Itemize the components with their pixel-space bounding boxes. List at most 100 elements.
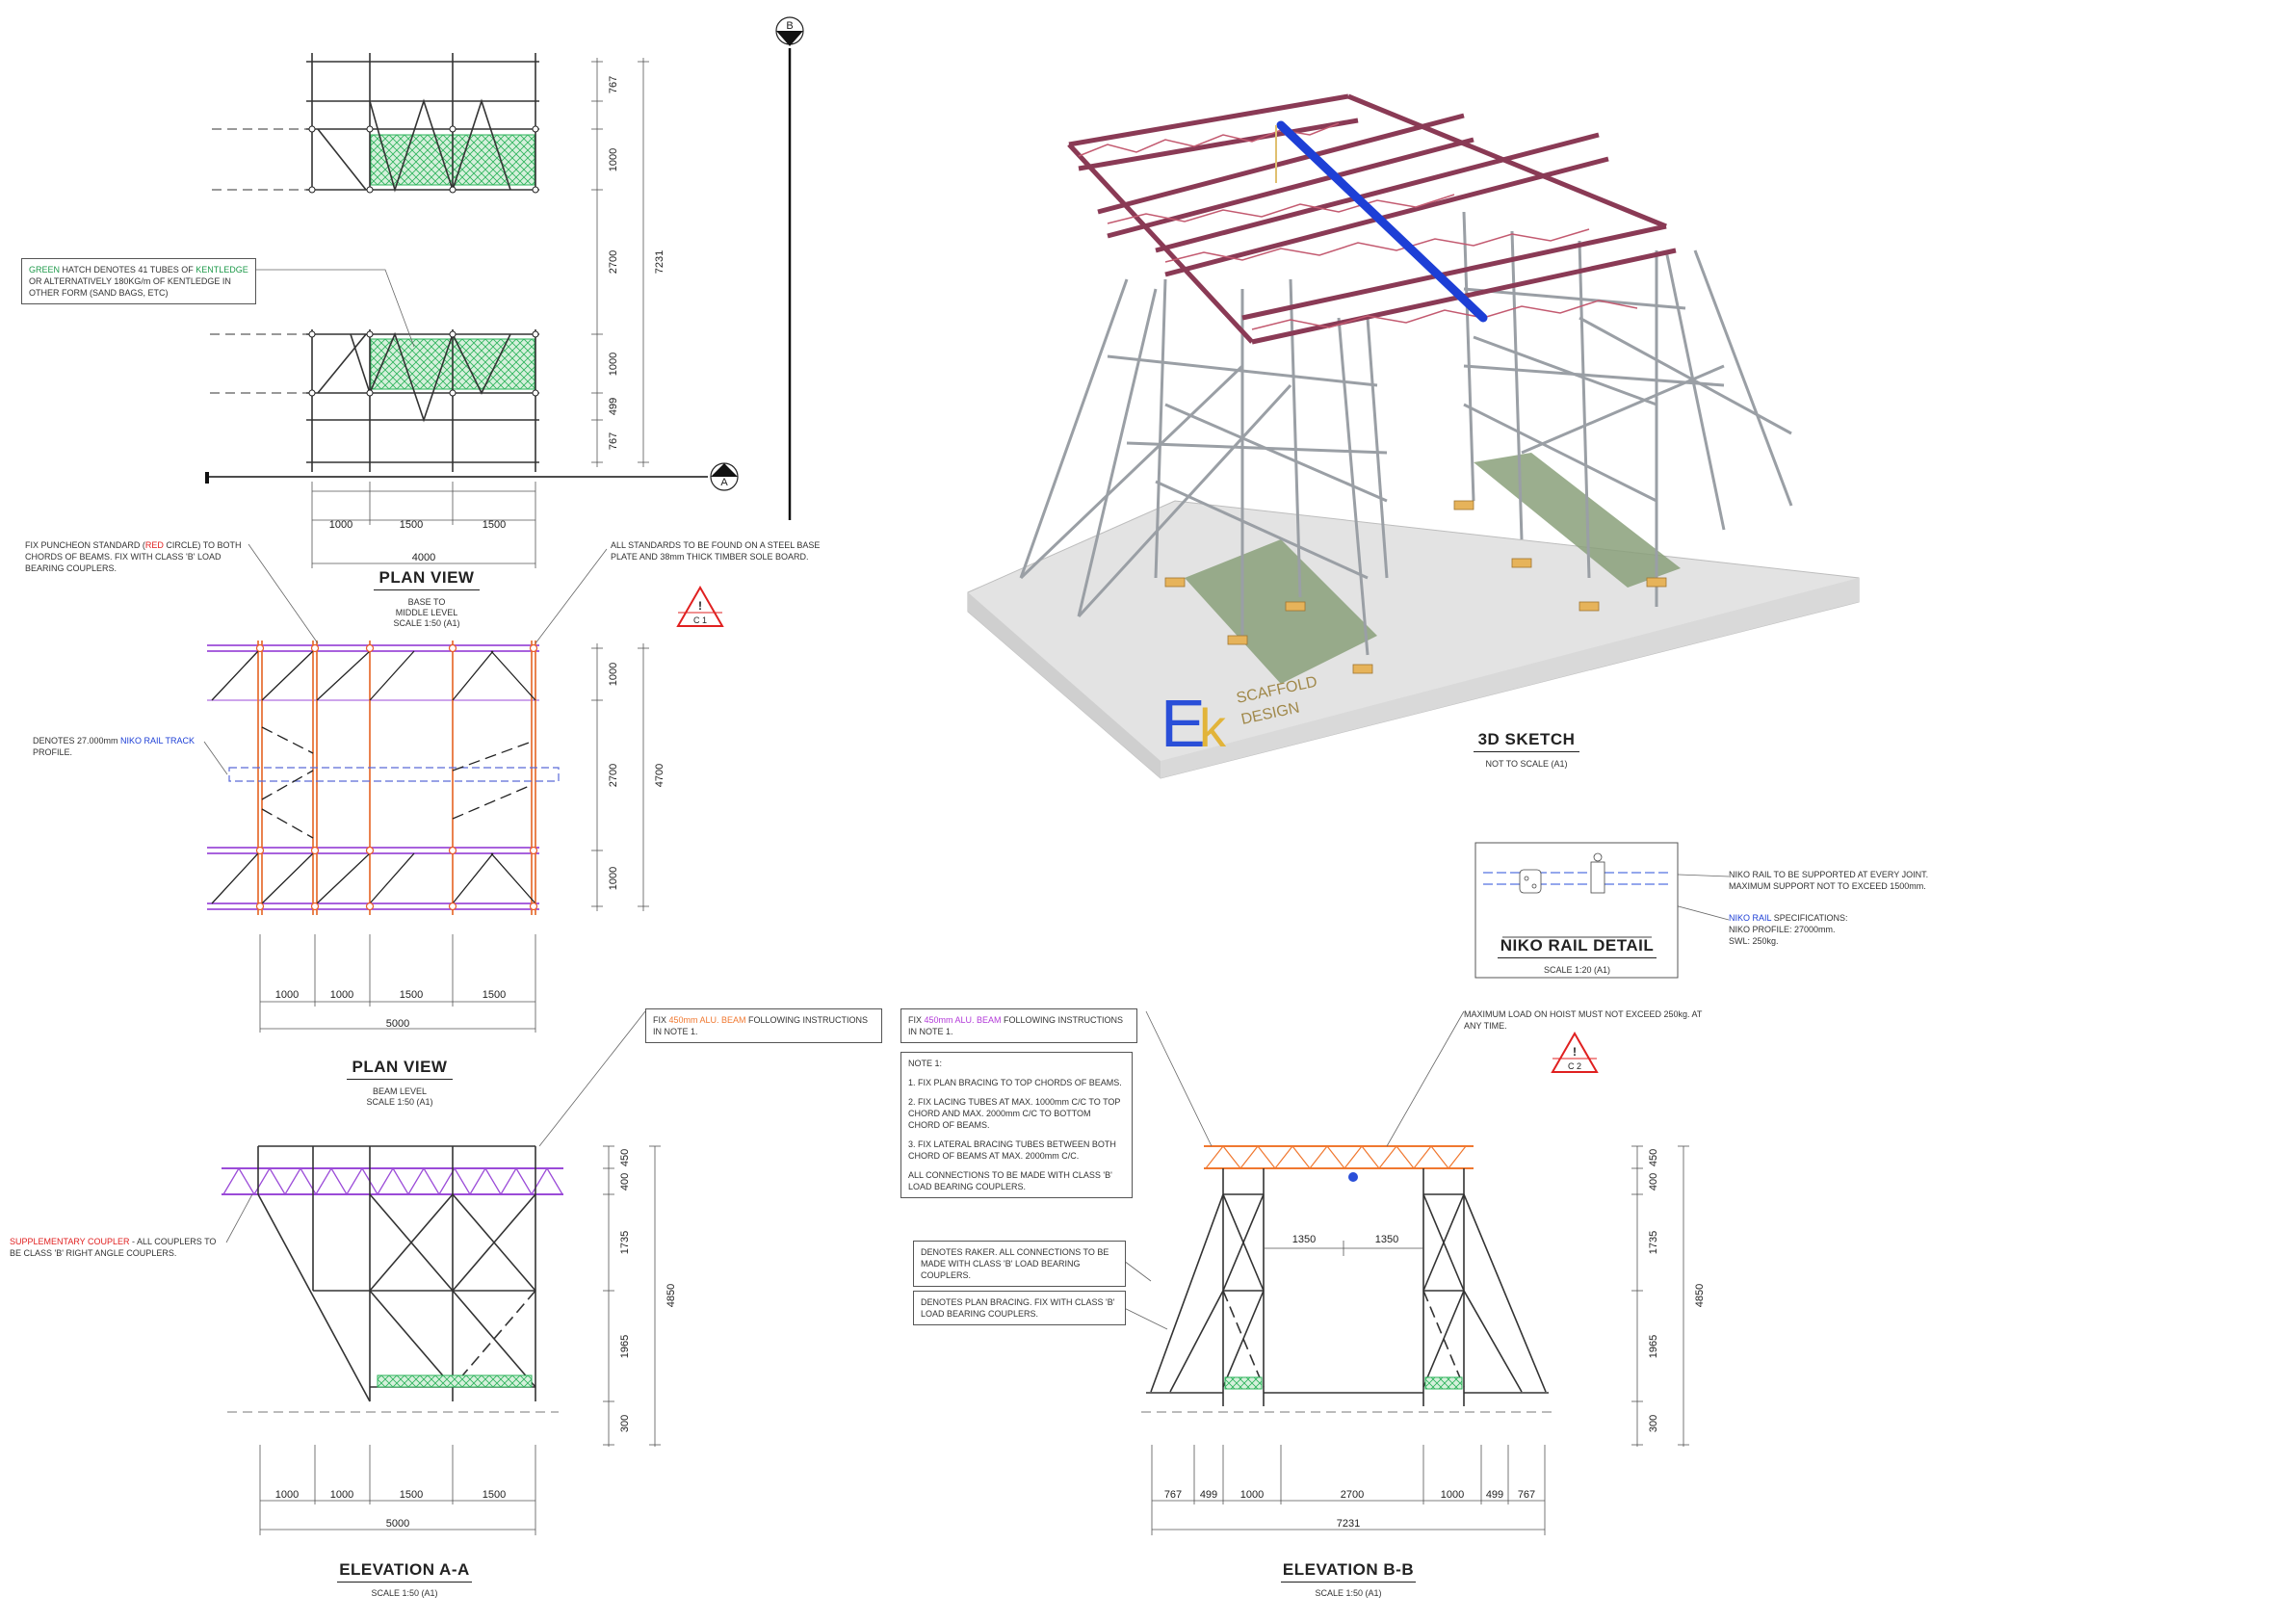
note-alu-beam-b: FIX 450mm ALU. BEAM FOLLOWING INSTRUCTIO…	[900, 1008, 1137, 1043]
dim-eb-b3: 2700	[1341, 1489, 1364, 1501]
dim-ea-r0: 450	[619, 1149, 631, 1166]
logo-k: k	[1199, 697, 1227, 758]
niko-rail-detail	[1474, 842, 1679, 979]
dim-ea-r1: 400	[619, 1173, 631, 1190]
rev-c2-label: C 2	[1568, 1061, 1581, 1071]
dim-eb-mid-l: 1350	[1292, 1234, 1316, 1245]
elevation-b-sub: SCALE 1:50 (A1)	[1315, 1588, 1382, 1598]
note1-item-2: 2. FIX LACING TUBES AT MAX. 1000mm C/C T…	[908, 1097, 1121, 1130]
dim-ea-r2: 1735	[619, 1231, 631, 1254]
niko-detail-title: NIKO RAIL DETAIL	[1498, 936, 1657, 958]
dim-ea-b0: 1000	[275, 1489, 299, 1501]
dim-pb-b1: 1500	[400, 519, 423, 531]
dim-ea-b1: 1000	[330, 1489, 353, 1501]
section-a-label: A	[720, 477, 728, 488]
dim-eb-b1: 499	[1200, 1489, 1217, 1501]
sketch-sub: NOT TO SCALE (A1)	[1485, 759, 1568, 769]
dim-pv-b3: 1500	[483, 989, 506, 1001]
dim-pv-r2: 1000	[608, 867, 619, 890]
elevation-a-sub: SCALE 1:50 (A1)	[371, 1588, 438, 1598]
plan-base-sub2: MIDDLE LEVEL	[395, 608, 458, 617]
niko-rail-3d	[1276, 120, 1488, 323]
dim-eb-b0: 767	[1164, 1489, 1182, 1501]
niko-spec-swl: SWL: 250kg.	[1729, 936, 1779, 946]
dim-pb-total-b: 4000	[412, 552, 435, 563]
dim-pb-r2: 2700	[608, 250, 619, 274]
dim-eb-total-r: 4850	[1694, 1284, 1706, 1307]
dim-pb-b0: 1000	[329, 519, 352, 531]
dim-ea-r4: 300	[619, 1415, 631, 1432]
logo-e: E	[1161, 686, 1206, 761]
plan-base-sub1: BASE TO	[407, 597, 446, 607]
note-1: NOTE 1: 1. FIX PLAN BRACING TO TOP CHORD…	[900, 1052, 1133, 1198]
plan-base-sub3: SCALE 1:50 (A1)	[393, 618, 460, 628]
note-niko-support: NIKO RAIL TO BE SUPPORTED AT EVERY JOINT…	[1729, 870, 1929, 891]
dim-ea-r3: 1965	[619, 1335, 631, 1358]
section-marker-b: B	[775, 16, 804, 520]
revision-marker-c1	[676, 585, 724, 627]
dim-eb-r1: 400	[1648, 1173, 1659, 1190]
dim-pv-b1: 1000	[330, 989, 353, 1001]
revision-marker-c2	[1551, 1031, 1599, 1073]
plan-view-base	[210, 53, 649, 568]
note-standards: ALL STANDARDS TO BE FOUND ON A STEEL BAS…	[611, 540, 821, 562]
dim-pb-r4: 499	[608, 398, 619, 415]
dimension-labels: 767 1000 2700 1000 499 767 7231 1000 150…	[275, 76, 1706, 1530]
dim-pv-b0: 1000	[275, 989, 299, 1001]
elevation-a-a	[222, 1145, 661, 1535]
dim-eb-b6: 767	[1518, 1489, 1535, 1501]
elevation-b-title: ELEVATION B-B	[1281, 1560, 1416, 1583]
rev-c1-mark: !	[698, 599, 702, 613]
kentledge-hatch-elev-b-right	[1424, 1376, 1463, 1390]
kentledge-3d-right	[1474, 453, 1681, 588]
plan-view-base-sub: BASE TO MIDDLE LEVEL SCALE 1:50 (A1)	[374, 597, 480, 629]
kentledge-3d-left	[1185, 539, 1377, 684]
kentledge-hatch-elev-b-left	[1224, 1376, 1263, 1390]
dim-pv-b2: 1500	[400, 989, 423, 1001]
note-supplementary: SUPPLEMENTARY COUPLER - ALL COUPLERS TO …	[10, 1237, 217, 1258]
note-plan-bracing: DENOTES PLAN BRACING. FIX WITH CLASS 'B'…	[913, 1291, 1126, 1325]
niko-spec-profile: NIKO PROFILE: 27000mm.	[1729, 925, 1836, 934]
sketch-3d: E k SCAFFOLD DESIGN	[967, 93, 1860, 779]
note-niko-track: DENOTES 27.000mm NIKO RAIL TRACK PROFILE…	[33, 736, 196, 757]
rev-c2-mark: !	[1573, 1045, 1577, 1059]
dim-pv-r1: 2700	[608, 764, 619, 787]
dim-pb-r0: 767	[608, 76, 619, 93]
elevation-b-b	[1141, 1145, 1689, 1535]
dim-eb-mid-r: 1350	[1375, 1234, 1398, 1245]
plan-view-beam-sub: BEAM LEVEL SCALE 1:50 (A1)	[347, 1086, 453, 1108]
note-alu-beam-a: FIX 450mm ALU. BEAM FOLLOWING INSTRUCTIO…	[645, 1008, 882, 1043]
elevation-a-title: ELEVATION A-A	[337, 1560, 472, 1583]
dim-pb-r1: 1000	[608, 148, 619, 171]
leader-lines	[203, 269, 1730, 1330]
note1-item-3: 3. FIX LATERAL BRACING TUBES BETWEEN BOT…	[908, 1139, 1116, 1161]
plan-view-beam-title: PLAN VIEW	[347, 1058, 453, 1080]
dim-eb-total-b: 7231	[1337, 1518, 1360, 1530]
note-green-hatch: GREEN HATCH DENOTES 41 TUBES OF KENTLEDG…	[21, 258, 256, 304]
section-marker-a: A	[205, 462, 739, 491]
kentledge-hatch-elev-a	[377, 1374, 533, 1388]
sketch-title: 3D SKETCH	[1474, 730, 1579, 752]
dim-pv-r0: 1000	[608, 663, 619, 686]
dim-eb-b4: 1000	[1441, 1489, 1464, 1501]
note1-item-1: 1. FIX PLAN BRACING TO TOP CHORDS OF BEA…	[908, 1078, 1122, 1087]
dim-pb-r5: 767	[608, 432, 619, 450]
note1-title: NOTE 1:	[908, 1059, 943, 1068]
dim-ea-b2: 1500	[400, 1489, 423, 1501]
dim-eb-r2: 1735	[1648, 1231, 1659, 1254]
dim-eb-b5: 499	[1486, 1489, 1503, 1501]
note1-footer: ALL CONNECTIONS TO BE MADE WITH CLASS 'B…	[908, 1170, 1112, 1191]
plan-beam-sub2: SCALE 1:50 (A1)	[366, 1097, 433, 1107]
dim-eb-r0: 450	[1648, 1149, 1659, 1166]
note-raker: DENOTES RAKER. ALL CONNECTIONS TO BE MAD…	[913, 1241, 1126, 1287]
dim-eb-r3: 1965	[1648, 1335, 1659, 1358]
dim-ea-total-r: 4850	[665, 1284, 677, 1307]
plan-view-base-title: PLAN VIEW	[374, 568, 480, 590]
rev-c1-label: C 1	[693, 615, 707, 625]
dim-eb-b2: 1000	[1240, 1489, 1264, 1501]
dim-ea-b3: 1500	[483, 1489, 506, 1501]
dim-pv-total-b: 5000	[386, 1018, 409, 1030]
note-niko-spec: NIKO RAIL SPECIFICATIONS: NIKO PROFILE: …	[1729, 912, 1931, 947]
dim-pv-total-r: 4700	[654, 764, 665, 787]
plan-beam-sub1: BEAM LEVEL	[372, 1086, 428, 1096]
